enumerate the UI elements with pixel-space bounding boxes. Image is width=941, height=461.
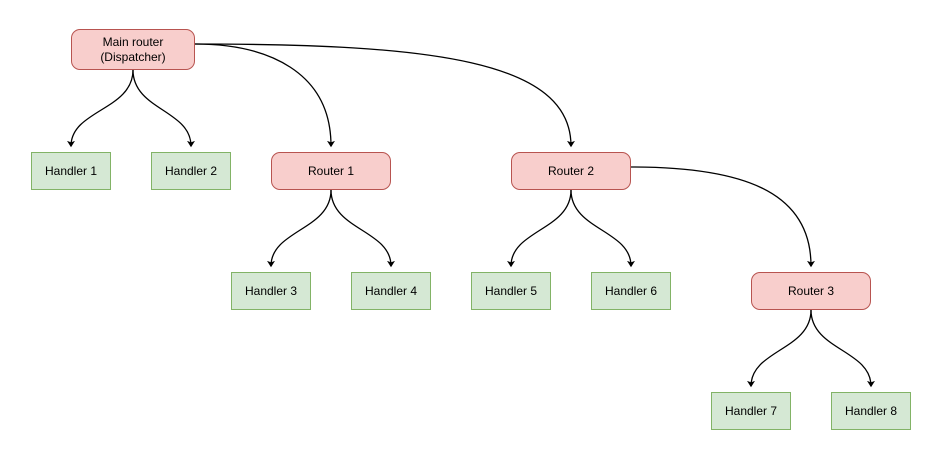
node-label-router-2: Router 2 (547, 163, 595, 178)
edge-main-to-handler-2 (132, 69, 195, 148)
node-router-1[interactable]: Router 1 (271, 152, 391, 190)
node-label-main-router: Main router (Dispatcher) (100, 34, 166, 64)
node-main-router[interactable]: Main router (Dispatcher) (71, 29, 195, 70)
node-label-router-3: Router 3 (787, 283, 835, 298)
node-handler-2[interactable]: Handler 2 (151, 152, 231, 190)
node-handler-5[interactable]: Handler 5 (471, 272, 551, 310)
edge-router3-to-handler-7 (747, 309, 812, 388)
node-handler-4[interactable]: Handler 4 (351, 272, 431, 310)
edge-router3-to-handler-8 (810, 309, 875, 388)
node-label-handler-3: Handler 3 (244, 283, 298, 298)
edge-router2-to-handler-6 (570, 189, 635, 268)
node-handler-6[interactable]: Handler 6 (591, 272, 671, 310)
node-label-handler-4: Handler 4 (364, 283, 418, 298)
node-label-handler-2: Handler 2 (164, 163, 218, 178)
node-handler-1[interactable]: Handler 1 (31, 152, 111, 190)
node-handler-8[interactable]: Handler 8 (831, 392, 911, 430)
node-handler-7[interactable]: Handler 7 (711, 392, 791, 430)
edge-router1-to-handler-4 (330, 189, 395, 268)
node-label-handler-7: Handler 7 (724, 403, 778, 418)
node-router-3[interactable]: Router 3 (751, 272, 871, 310)
edge-main-to-router-2 (194, 43, 575, 148)
node-label-handler-8: Handler 8 (844, 403, 898, 418)
edges-group (67, 43, 875, 388)
edge-router1-to-handler-3 (267, 189, 332, 268)
node-label-handler-6: Handler 6 (604, 283, 658, 298)
edge-router2-to-router-3 (630, 166, 815, 268)
edge-main-to-router-1 (194, 43, 335, 148)
node-handler-3[interactable]: Handler 3 (231, 272, 311, 310)
node-label-router-1: Router 1 (307, 163, 355, 178)
node-label-handler-1: Handler 1 (44, 163, 98, 178)
edge-router2-to-handler-5 (507, 189, 572, 268)
node-router-2[interactable]: Router 2 (511, 152, 631, 190)
edge-main-to-handler-1 (67, 69, 134, 148)
node-label-handler-5: Handler 5 (484, 283, 538, 298)
